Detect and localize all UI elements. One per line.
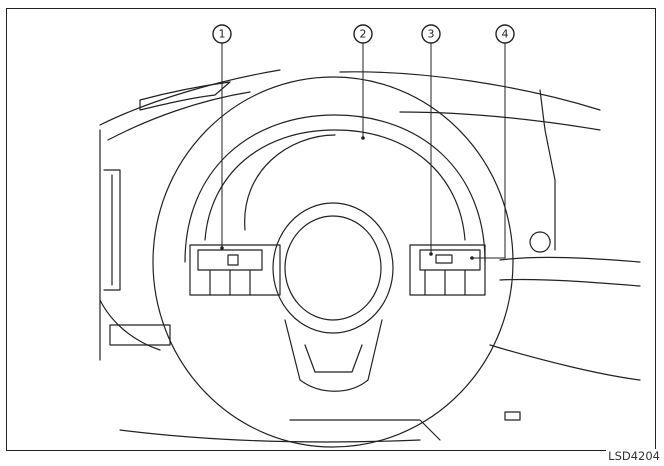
callout-4: 4	[495, 24, 515, 44]
callout-lines	[220, 43, 506, 260]
figure-code: LSD4204	[606, 449, 660, 463]
dashboard-lines	[99, 69, 641, 443]
callout-3: 3	[421, 24, 441, 44]
svg-text:4: 4	[502, 28, 509, 41]
callout-2: 2	[353, 24, 373, 44]
svg-text:2: 2	[360, 28, 367, 41]
figure-frame	[6, 8, 656, 451]
svg-text:3: 3	[428, 28, 435, 41]
steering-wheel	[152, 76, 514, 448]
callout-1: 1	[212, 24, 232, 44]
svg-text:1: 1	[219, 28, 226, 41]
